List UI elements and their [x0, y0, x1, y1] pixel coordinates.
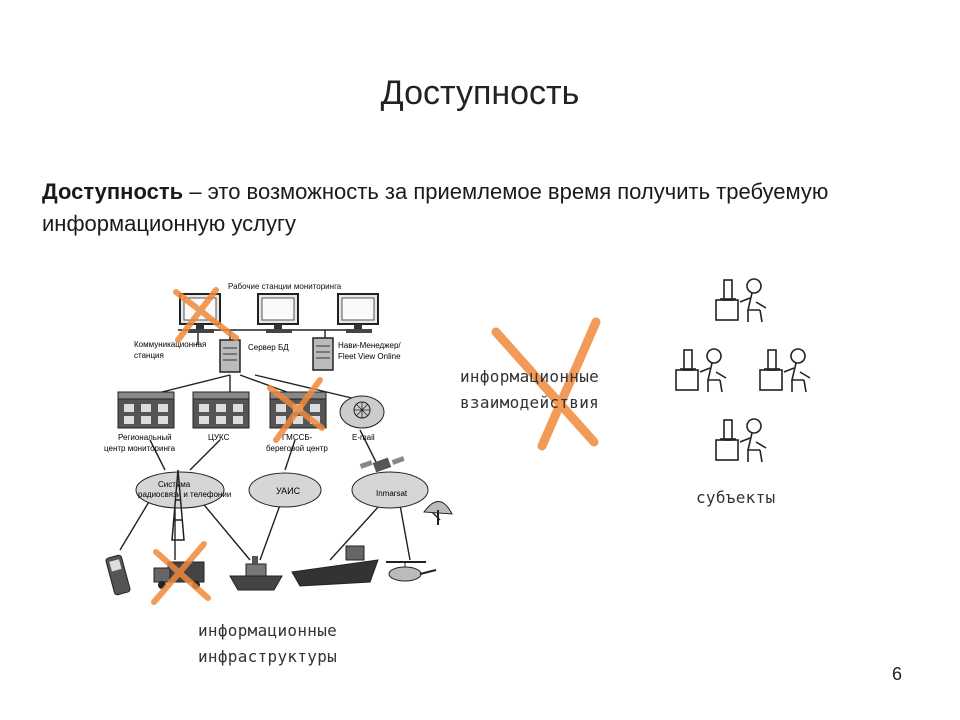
slide-title: Доступность [380, 74, 580, 112]
cross-mark [151, 541, 211, 605]
infrastructure-caption-line: информационные [198, 621, 338, 640]
subject-person-icon [759, 348, 811, 393]
definition-text: Доступность – это возможность за приемле… [42, 176, 902, 240]
interactions-caption-line: взаимодействия [460, 393, 600, 412]
subject-person-icon [715, 418, 767, 463]
interactions-cross-mark [491, 317, 601, 451]
network-header-label: Рабочие станции мониторинга [228, 282, 342, 291]
server-icon [219, 339, 241, 373]
cargo-ship-icon [291, 545, 379, 587]
comm-station-label: станция [134, 351, 164, 360]
ship-icon [229, 556, 283, 591]
navi-label: Fleet View Online [338, 352, 401, 361]
definition-term: Доступность [42, 179, 184, 204]
definition-body: – это возможность за приемлемое время по… [42, 179, 829, 236]
infrastructure-caption-line: инфраструктуры [198, 647, 338, 666]
building-icon [192, 391, 250, 429]
regional-label: Региональный [118, 433, 172, 442]
gmssb-label: береговой центр [266, 444, 328, 453]
email-cloud-icon [339, 395, 385, 429]
radio-tower-icon [171, 469, 185, 541]
cross-mark [173, 287, 239, 343]
monitor-icon [337, 293, 379, 334]
helicopter-icon [386, 561, 437, 582]
monitor-icon [257, 293, 299, 334]
server-icon [312, 337, 334, 371]
comm-station-label: Коммуникационная [134, 340, 206, 349]
inmarsat-cloud-icon [351, 456, 429, 509]
mobile-phone-icon [105, 554, 131, 596]
subjects-caption: субъекты [696, 488, 776, 507]
inmarsat-label: Inmarsat [376, 489, 408, 498]
tsuks-label: ЦУКС [208, 433, 230, 442]
cross-mark [267, 377, 325, 443]
interactions-caption: информационные взаимодействия [460, 364, 599, 416]
subject-person-icon [715, 278, 767, 323]
uais-label: УАИС [276, 486, 301, 496]
radio-label: Система [158, 480, 191, 489]
gmssb-label: ГМССБ- [282, 433, 313, 442]
email-label: E-mail [352, 433, 375, 442]
interactions-caption-line: информационные [460, 367, 600, 386]
subject-person-icon [675, 348, 727, 393]
radio-label: радиосвязи и телефонии [138, 490, 231, 499]
building-icon [117, 391, 175, 429]
uais-cloud-icon [248, 472, 322, 508]
satellite-dish-icon [423, 501, 453, 525]
infrastructure-caption: информационные инфраструктуры [198, 618, 337, 670]
navi-label: Нави-Менеджер/ [338, 341, 401, 350]
page-number: 6 [891, 664, 902, 684]
db-server-label: Сервер БД [248, 343, 289, 352]
regional-label: центр мониторинга [104, 444, 176, 453]
